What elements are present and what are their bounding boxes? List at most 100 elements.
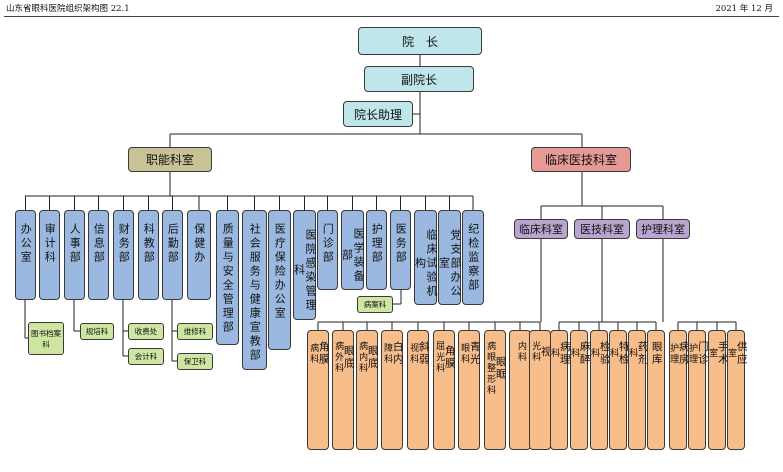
nursing-dept-label-sub: 护理 xyxy=(668,342,679,365)
sub-records: 病案科 xyxy=(357,296,393,313)
tech-dept-5[interactable]: 眼库 xyxy=(647,330,665,450)
header-divider xyxy=(4,16,779,17)
sub-archives: 图书档案科 xyxy=(28,322,64,355)
dept-label: 医学装备部 xyxy=(340,228,366,284)
tech-dept-label-sub: 科 xyxy=(608,348,619,359)
dept-label: 医疗保险办公室 xyxy=(273,223,287,321)
dept-label: 科教部 xyxy=(142,223,156,265)
nursing-dept-1[interactable]: 门诊护理 xyxy=(687,330,709,450)
tech-dept-label-main: 特检 xyxy=(617,341,630,366)
clinical-dept-label-sub: 眼科 xyxy=(459,342,470,365)
nursing-dept-3[interactable]: 供应室 xyxy=(726,330,748,450)
clinical-dept-label-main: 眼眶 xyxy=(494,356,507,381)
nursing-dept-label-sub: 室 xyxy=(707,348,718,359)
clinical-dept-2[interactable]: 眼底病内科 xyxy=(356,330,379,450)
tech-dept-3[interactable]: 特检科 xyxy=(608,330,630,450)
dept-party[interactable]: 党支部办公室 xyxy=(437,210,463,305)
clinical-dept-label-main: 视 xyxy=(539,345,552,359)
tech-dept-2[interactable]: 检验科 xyxy=(589,330,611,450)
dept-social[interactable]: 社会服务与健康宣教部 xyxy=(242,210,267,370)
clinical-group-header[interactable]: 临床科室 xyxy=(514,219,568,239)
tech-dept-0[interactable]: 病理科 xyxy=(549,330,571,450)
tech-dept-label-main: 眼库 xyxy=(650,341,663,366)
nursing-dept-0[interactable]: 病房护理 xyxy=(668,330,690,450)
tech-dept-label-main: 药剂 xyxy=(636,341,649,366)
clinical-dept-4[interactable]: 斜弱视科 xyxy=(407,330,430,450)
clinical-dept-label-main: 眼底 xyxy=(342,345,355,370)
clinical-dept-label-main: 眼底 xyxy=(366,345,379,370)
clinical-dept-label-sub: 屈光科 xyxy=(434,341,445,374)
clinical-dept-label-sub: 障科 xyxy=(382,342,393,365)
tech-dept-label-main: 检验 xyxy=(598,341,611,366)
clinical-dept-3[interactable]: 白内障科 xyxy=(381,330,404,450)
sub-maintenance: 维修科 xyxy=(177,323,213,340)
assistant-box[interactable]: 院长助理 xyxy=(343,101,413,127)
dept-health[interactable]: 保健办 xyxy=(187,210,211,300)
dept-trial[interactable]: 临床试验机构 xyxy=(413,210,439,305)
clinical-dept-label-sub: 病科 xyxy=(308,342,319,365)
dept-finance[interactable]: 财务部 xyxy=(113,210,134,300)
dept-info[interactable]: 信息部 xyxy=(88,210,109,300)
clinical-dept-label-main: 角膜 xyxy=(443,345,456,370)
dept-discipline[interactable]: 纪检监察部 xyxy=(462,210,484,305)
nursing-dept-label-main: 病房 xyxy=(677,341,690,366)
nursing-dept-label-main: 门诊 xyxy=(696,341,709,366)
nursing-dept-label-main: 手术 xyxy=(716,341,729,366)
dept-label: 护理部 xyxy=(370,223,384,265)
clinical-dept-8[interactable]: 内科 xyxy=(509,330,531,450)
dept-infection[interactable]: 医院感染管理科 xyxy=(293,210,317,320)
dept-medical[interactable]: 医务部 xyxy=(390,210,411,290)
nursing-dept-label-sub: 护理 xyxy=(687,342,698,365)
tech-dept-label-sub: 科 xyxy=(549,348,560,359)
clinical-dept-label-main: 青光 xyxy=(468,341,481,366)
tech-dept-4[interactable]: 药剂科 xyxy=(627,330,649,450)
tech-dept-label-main: 麻醉 xyxy=(578,341,591,366)
dept-insurance[interactable]: 医疗保险办公室 xyxy=(268,210,291,350)
tech-group-header[interactable]: 医技科室 xyxy=(574,219,630,239)
tech-dept-1[interactable]: 麻醉科 xyxy=(569,330,591,450)
dept-edu[interactable]: 科教部 xyxy=(138,210,159,300)
nursing-dept-label-main: 供应 xyxy=(735,341,748,366)
dept-quality[interactable]: 质量与安全管理部 xyxy=(216,210,239,345)
tech-dept-label-main: 病理 xyxy=(558,341,571,366)
dept-label: 财务部 xyxy=(117,223,131,265)
clinical-dept-1[interactable]: 眼底病外科 xyxy=(332,330,355,450)
chart-title: 山东省眼科医院组织架构图 22.1 xyxy=(6,4,130,14)
sub-fees: 收费处 xyxy=(128,323,164,340)
clinical-tech-header[interactable]: 临床医技科室 xyxy=(531,147,631,172)
clinical-dept-7[interactable]: 眼眶病眼整形科 xyxy=(484,330,507,450)
clinical-dept-5[interactable]: 角膜屈光科 xyxy=(433,330,456,450)
dept-label: 社会服务与健康宣教部 xyxy=(248,223,262,363)
dept-label: 临床试验机构 xyxy=(413,228,439,299)
vice-president-box[interactable]: 副院长 xyxy=(364,66,474,92)
clinical-dept-label-sub: 病内科 xyxy=(357,341,368,374)
clinical-dept-label-main: 角膜 xyxy=(317,341,330,366)
dept-equipment[interactable]: 医学装备部 xyxy=(340,210,366,290)
dept-logistics[interactable]: 后勤部 xyxy=(162,210,183,300)
dept-label: 办公室 xyxy=(19,223,33,265)
dept-label: 保健办 xyxy=(192,223,206,265)
dept-outpatient[interactable]: 门诊部 xyxy=(317,210,338,290)
chart-date: 2021 年 12 月 xyxy=(715,4,773,14)
nursing-group-header[interactable]: 护理科室 xyxy=(636,219,690,239)
sub-security: 保卫科 xyxy=(177,353,213,370)
dept-label: 人事部 xyxy=(68,223,82,265)
clinical-dept-6[interactable]: 青光眼科 xyxy=(458,330,481,450)
nursing-dept-2[interactable]: 手术室 xyxy=(707,330,729,450)
dept-label: 质量与安全管理部 xyxy=(221,223,235,335)
president-box[interactable]: 院 长 xyxy=(358,27,482,55)
clinical-dept-label-sub: 视科 xyxy=(408,342,419,365)
clinical-dept-label-sub: 内科 xyxy=(515,341,526,363)
dept-hr[interactable]: 人事部 xyxy=(64,210,85,300)
clinical-dept-0[interactable]: 角膜病科 xyxy=(307,330,330,450)
nursing-dept-label-sub: 室 xyxy=(726,348,737,359)
functional-dept-header[interactable]: 职能科室 xyxy=(128,147,212,172)
dept-label: 审计科 xyxy=(43,223,57,265)
dept-label: 门诊部 xyxy=(321,223,335,265)
dept-audit[interactable]: 审计科 xyxy=(39,210,60,300)
dept-office[interactable]: 办公室 xyxy=(15,210,36,300)
clinical-dept-label-sub: 病眼整形科 xyxy=(485,341,496,396)
dept-nursing[interactable]: 护理部 xyxy=(366,210,387,290)
dept-label: 党支部办公室 xyxy=(437,228,463,299)
